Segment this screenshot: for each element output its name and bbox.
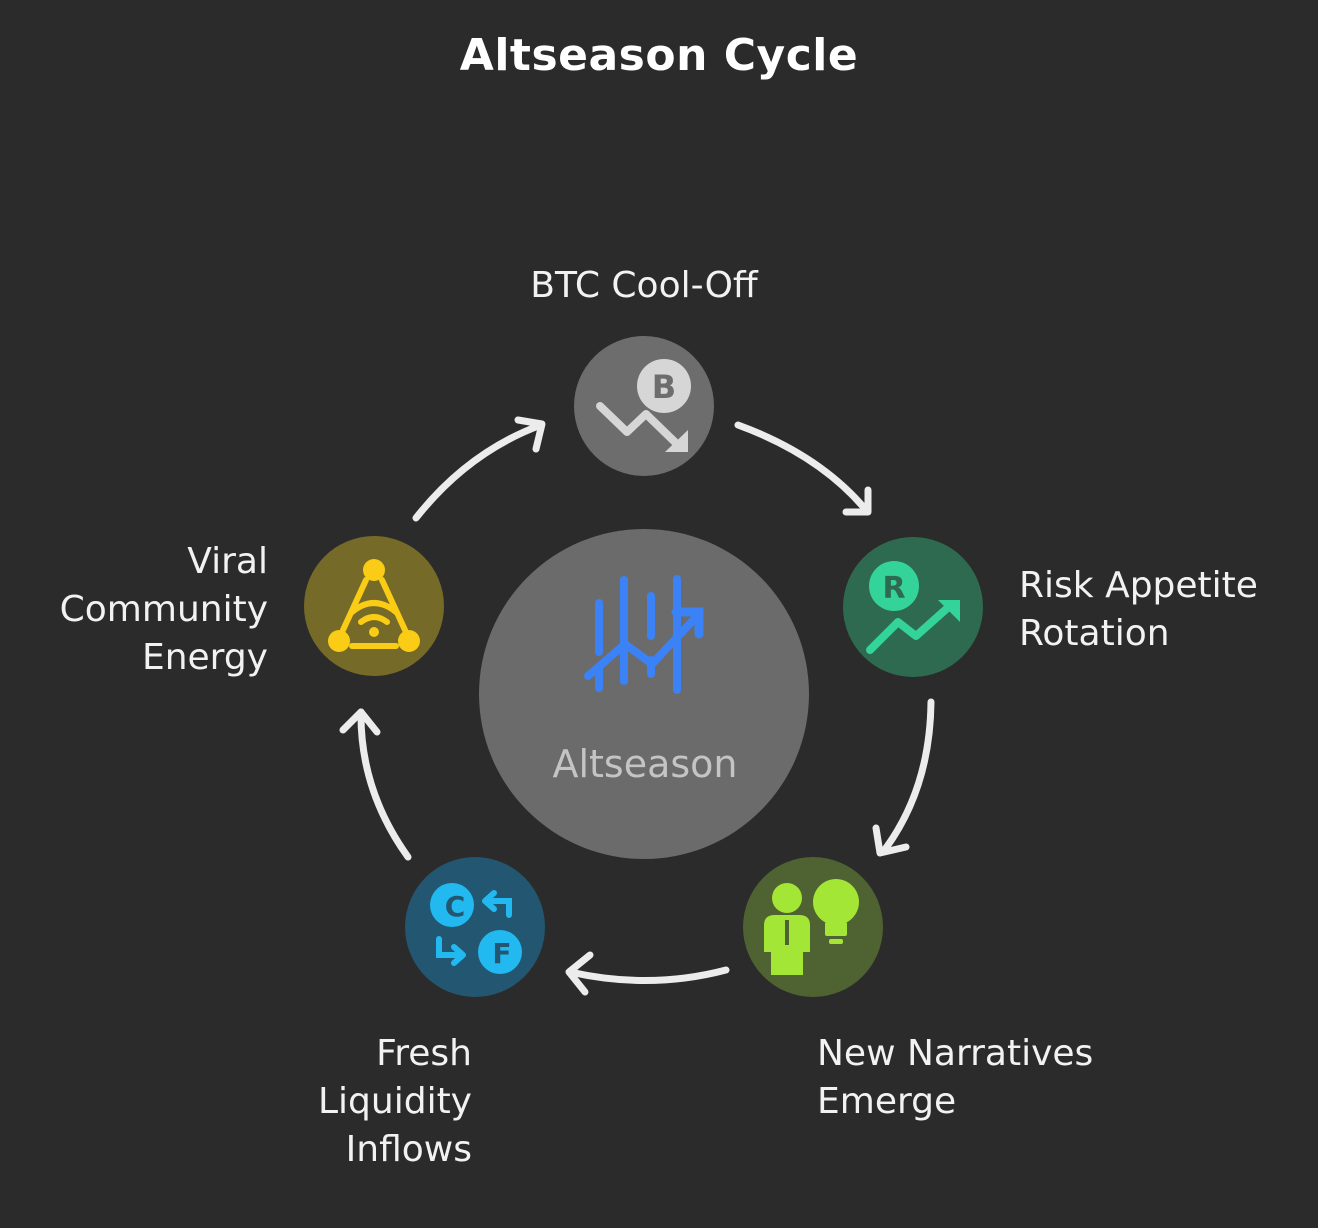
- person-idea-icon: [764, 879, 859, 975]
- stage-label-viral-community: Viral Community Energy: [59, 541, 268, 678]
- svg-text:F: F: [492, 937, 511, 970]
- bitcoin-decline-icon: B: [596, 359, 691, 452]
- arrow-btc-to-risk: [734, 421, 872, 516]
- stage-label-fresh-liquidity: Fresh Liquidity Inflows: [317, 1033, 472, 1170]
- stage-label-new-narratives: New Narratives Emerge: [817, 1033, 1094, 1122]
- rising-trend-icon: R: [866, 561, 960, 654]
- svg-text:C: C: [445, 890, 466, 923]
- diagram-title: Altseason Cycle: [459, 30, 859, 81]
- stage-fresh-liquidity: C F: [405, 857, 545, 997]
- svg-text:R: R: [882, 571, 905, 606]
- arrow-risk-to-narratives: [872, 698, 935, 857]
- stage-circle: [405, 857, 545, 997]
- community-network-icon: [328, 559, 420, 652]
- stage-risk-appetite: R: [843, 537, 983, 677]
- currency-exchange-icon: C F: [430, 883, 522, 974]
- stage-label-risk-appetite: Risk Appetite Rotation: [1019, 565, 1258, 654]
- arrow-narratives-to-liquidity: [565, 951, 730, 996]
- cycle-arrows: [339, 416, 935, 996]
- svg-text:B: B: [652, 368, 676, 406]
- market-chart-icon: [584, 575, 704, 694]
- stage-circle: [843, 537, 983, 677]
- stage-new-narratives: [743, 857, 883, 997]
- stage-circle: [574, 336, 714, 476]
- stage-label-btc-cool-off: BTC Cool-Off: [530, 265, 758, 306]
- arrow-liquidity-to-community: [339, 708, 412, 861]
- stage-btc-cool-off: B: [574, 336, 714, 476]
- center-node: [479, 529, 809, 859]
- stage-viral-community: [304, 536, 444, 676]
- center-circle: [479, 529, 809, 859]
- arrow-community-to-btc: [412, 416, 546, 522]
- center-label: Altseason: [552, 742, 738, 786]
